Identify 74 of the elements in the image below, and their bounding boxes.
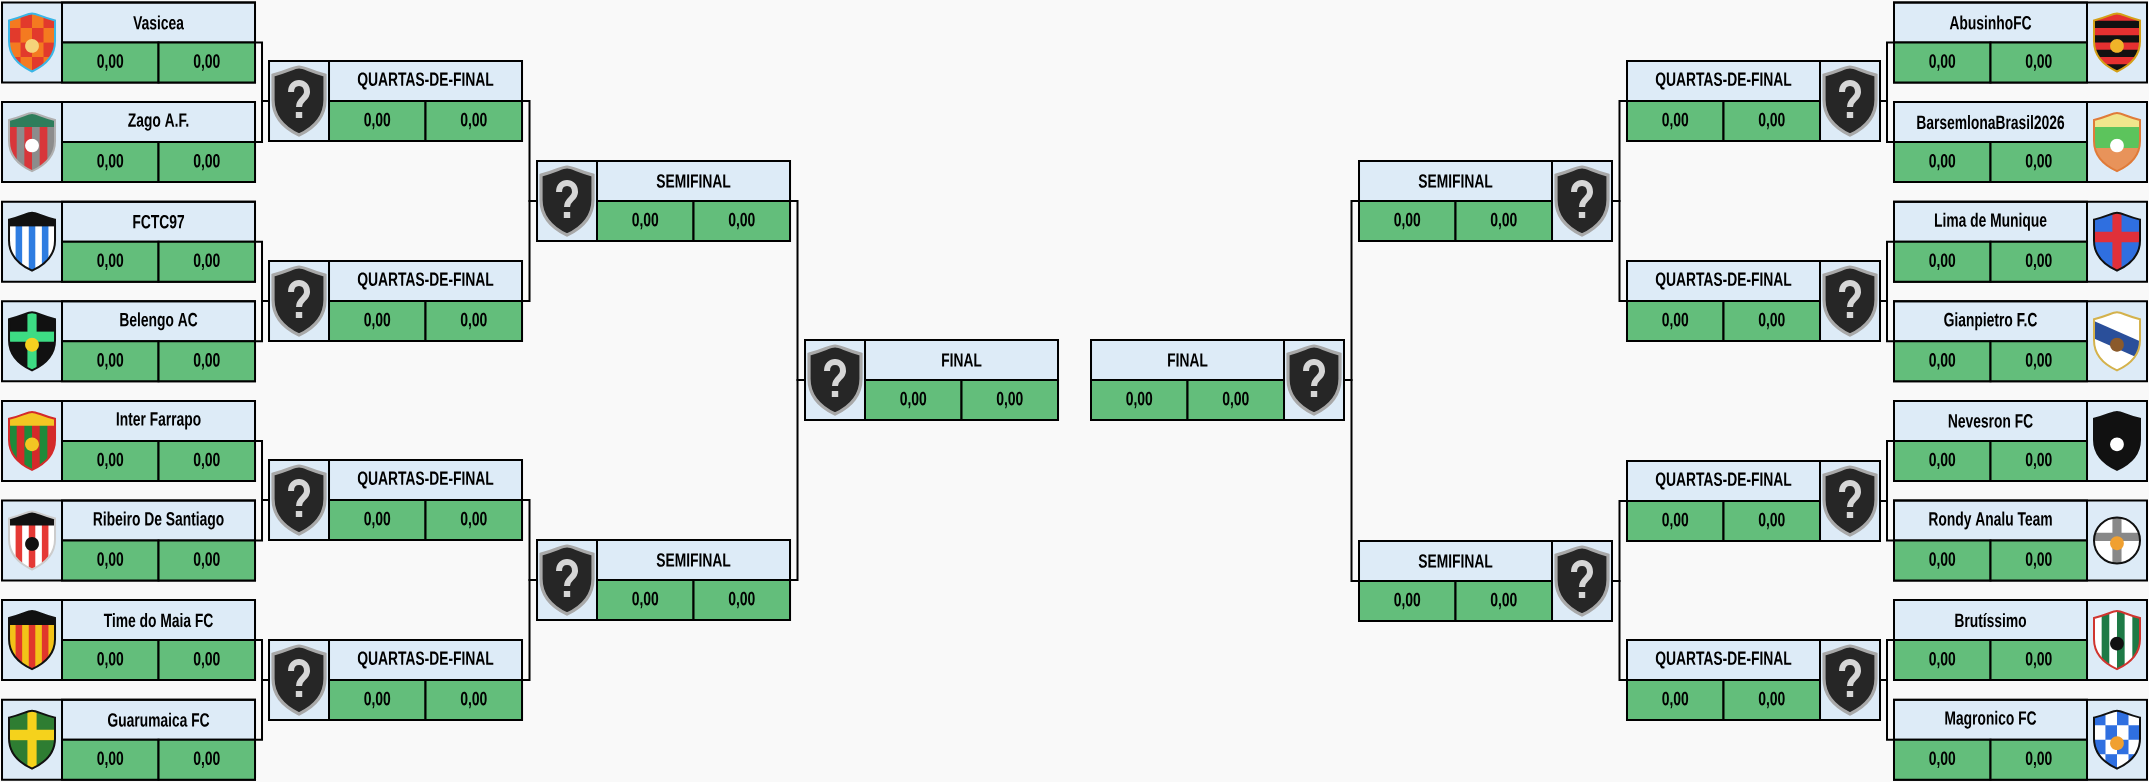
score-cell: 0,00 bbox=[1893, 439, 1992, 482]
bracket-line bbox=[1879, 679, 1895, 741]
score-cell: 0,00 bbox=[1454, 580, 1553, 622]
score-cell: 0,00 bbox=[157, 340, 257, 383]
score-cell: 0,00 bbox=[692, 200, 791, 242]
score-cell: 0,00 bbox=[960, 379, 1059, 421]
score-cell: 0,00 bbox=[1989, 639, 2088, 682]
bracket-line bbox=[1879, 500, 1895, 542]
score-cell: 0,00 bbox=[1454, 200, 1553, 242]
score-cell: 0,00 bbox=[1989, 240, 2088, 283]
bracket-line bbox=[254, 679, 270, 741]
score-cell: 0,00 bbox=[596, 579, 695, 621]
bracket-line bbox=[254, 100, 270, 144]
bracket-line bbox=[521, 579, 538, 681]
score-cell: 0,00 bbox=[157, 141, 257, 184]
bracket-line bbox=[254, 300, 270, 343]
score-cell: 0,00 bbox=[328, 100, 427, 142]
score-cell: 0,00 bbox=[864, 379, 963, 421]
score-cell: 0,00 bbox=[1722, 679, 1821, 721]
score-cell: 0,00 bbox=[1893, 41, 1992, 84]
bracket-line bbox=[521, 200, 538, 302]
score-cell: 0,00 bbox=[157, 539, 257, 582]
score-cell: 0,00 bbox=[61, 340, 160, 383]
score-cell: 0,00 bbox=[1722, 300, 1821, 342]
score-cell: 0,00 bbox=[1989, 141, 2088, 184]
score-cell: 0,00 bbox=[61, 639, 160, 682]
score-cell: 0,00 bbox=[1358, 580, 1457, 622]
score-cell: 0,00 bbox=[157, 738, 257, 781]
score-cell: 0,00 bbox=[61, 240, 160, 283]
score-cell: 0,00 bbox=[61, 738, 160, 781]
score-cell: 0,00 bbox=[596, 200, 695, 242]
score-cell: 0,00 bbox=[1989, 41, 2088, 84]
score-cell: 0,00 bbox=[1722, 100, 1821, 142]
score-cell: 0,00 bbox=[1626, 300, 1725, 342]
score-cell: 0,00 bbox=[1186, 379, 1285, 421]
score-cell: 0,00 bbox=[157, 439, 257, 482]
score-cell: 0,00 bbox=[328, 679, 427, 721]
score-cell: 0,00 bbox=[61, 141, 160, 184]
score-cell: 0,00 bbox=[1626, 500, 1725, 542]
score-cell: 0,00 bbox=[1358, 200, 1457, 242]
score-cell: 0,00 bbox=[1893, 639, 1992, 682]
score-cell: 0,00 bbox=[1626, 679, 1725, 721]
score-cell: 0,00 bbox=[1893, 240, 1992, 283]
score-cell: 0,00 bbox=[424, 300, 524, 342]
score-cell: 0,00 bbox=[157, 240, 257, 283]
score-cell: 0,00 bbox=[1722, 500, 1821, 542]
score-cell: 0,00 bbox=[1893, 141, 1992, 184]
score-cell: 0,00 bbox=[1989, 340, 2088, 383]
score-cell: 0,00 bbox=[1893, 539, 1992, 582]
score-cell: 0,00 bbox=[157, 41, 257, 84]
score-cell: 0,00 bbox=[328, 300, 427, 342]
score-cell: 0,00 bbox=[1626, 100, 1725, 142]
score-cell: 0,00 bbox=[424, 679, 524, 721]
score-cell: 0,00 bbox=[424, 499, 524, 541]
bracket-line bbox=[1611, 580, 1628, 681]
bracket-line bbox=[1879, 300, 1895, 343]
bracket-line bbox=[1611, 200, 1628, 302]
score-cell: 0,00 bbox=[1989, 539, 2088, 582]
bracket-line bbox=[254, 499, 270, 542]
score-cell: 0,00 bbox=[157, 639, 257, 682]
score-cell: 0,00 bbox=[1090, 379, 1189, 421]
score-cell: 0,00 bbox=[328, 499, 427, 541]
bracket-line bbox=[1879, 100, 1895, 144]
score-cell: 0,00 bbox=[1893, 340, 1992, 383]
score-cell: 0,00 bbox=[1893, 738, 1992, 781]
bracket-line bbox=[789, 379, 806, 581]
score-cell: 0,00 bbox=[1989, 738, 2088, 781]
score-cell: 0,00 bbox=[61, 539, 160, 582]
score-cell: 0,00 bbox=[1989, 439, 2088, 482]
score-cell: 0,00 bbox=[61, 439, 160, 482]
score-cell: 0,00 bbox=[692, 579, 791, 621]
score-cell: 0,00 bbox=[61, 41, 160, 84]
score-cell: 0,00 bbox=[424, 100, 524, 142]
bracket-line bbox=[1343, 379, 1360, 582]
